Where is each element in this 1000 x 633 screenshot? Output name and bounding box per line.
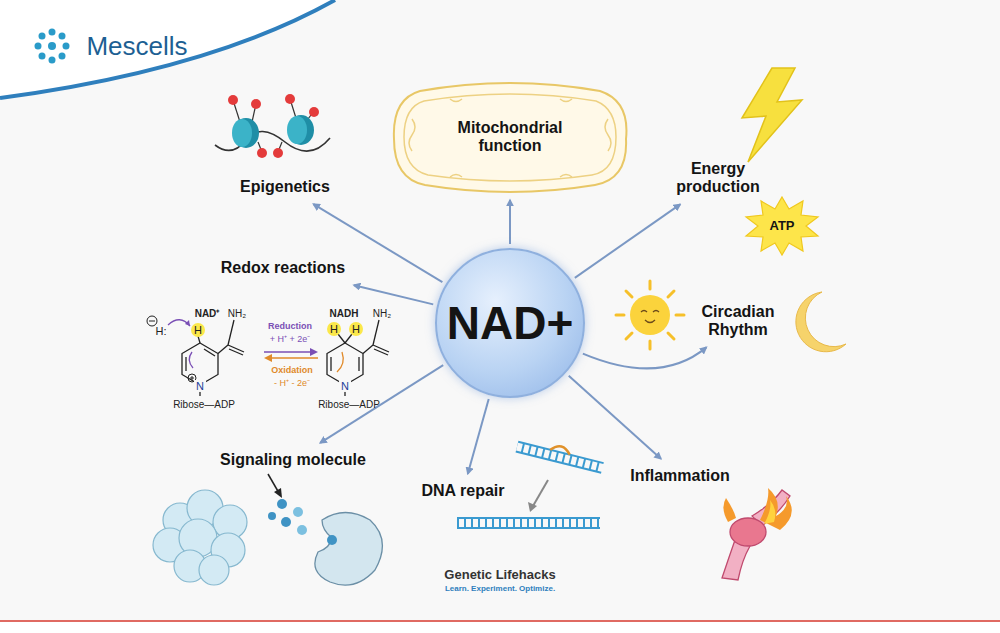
logo-icon	[35, 29, 70, 64]
cell-cluster	[153, 490, 247, 585]
function-node: DNA repair	[418, 479, 509, 503]
function-label: Mitochondrial function	[435, 119, 585, 156]
chemical-group: NH₂	[228, 308, 246, 319]
moon-icon	[796, 292, 846, 352]
reaction-label: Oxidation	[271, 366, 313, 376]
repair-arrow	[533, 480, 548, 506]
signal-dots	[268, 499, 307, 535]
redox-chemistry	[182, 320, 389, 396]
function-label: Circadian Rhythm	[692, 303, 784, 340]
reaction-label: Reduction	[268, 322, 312, 332]
redox-markers	[147, 316, 343, 382]
damaged-dna	[516, 436, 605, 473]
receptor-cell	[315, 513, 383, 586]
atp-label: ATP	[769, 219, 794, 234]
footer-band	[0, 620, 1000, 633]
lightning-bolt	[742, 68, 802, 162]
center-circle: NAD+	[435, 248, 585, 398]
arrow-connector	[354, 285, 433, 304]
function-node: Signaling molecule	[216, 448, 370, 472]
inflamed-joint	[722, 488, 792, 580]
function-node: Inflammation	[626, 464, 734, 488]
function-node: Circadian Rhythm	[688, 300, 788, 343]
arrow-connector	[569, 376, 661, 459]
atom-label: H	[349, 322, 363, 336]
watermark-tagline: Learn. Experiment. Optimize.	[445, 585, 555, 594]
arrow-connector	[509, 200, 511, 244]
footer-line	[0, 620, 1000, 622]
brand-logo: Mescells	[86, 32, 187, 61]
arrow-connector	[468, 399, 489, 474]
repaired-dna	[457, 518, 600, 528]
mitochondrion-node: Mitochondrial function	[390, 79, 630, 195]
header-panel	[0, 0, 335, 98]
molecule-name: NADH	[330, 308, 359, 319]
atom-label: N	[194, 380, 206, 392]
atom-label: H	[191, 323, 205, 337]
function-node: Epigenetics	[236, 175, 334, 199]
arrow-connector	[583, 347, 706, 368]
atp-node: ATP	[745, 197, 819, 255]
watermark: Genetic Lifehacks	[444, 568, 555, 582]
reaction-term: + H⁺ + 2e⁻	[270, 335, 311, 345]
chemical-group: Ribose—ADP	[173, 399, 235, 410]
hydride-label: H:	[156, 325, 167, 337]
function-label: Energy production	[670, 160, 766, 197]
function-label: Inflammation	[630, 467, 730, 485]
nucleosome-illustration	[215, 94, 330, 158]
function-label: Signaling molecule	[220, 451, 366, 469]
chemical-group: NH₂	[373, 308, 391, 319]
function-label: DNA repair	[422, 482, 505, 500]
function-node: Redox reactions	[217, 256, 349, 280]
atom-label: H	[327, 322, 341, 336]
chemical-group: Ribose—ADP	[318, 399, 380, 410]
sun-icon	[616, 281, 684, 349]
reaction-term: - H⁺ - 2e⁻	[274, 379, 310, 389]
header-arc	[0, 0, 335, 98]
arrow-connector	[575, 204, 680, 277]
atom-label: N	[339, 380, 351, 392]
center-label: NAD+	[447, 297, 574, 350]
bound-signal	[327, 535, 337, 545]
function-label: Epigenetics	[240, 178, 330, 196]
molecule-name: NAD⁺	[195, 308, 220, 319]
function-node: Energy production	[666, 157, 770, 200]
function-label: Redox reactions	[221, 259, 345, 277]
